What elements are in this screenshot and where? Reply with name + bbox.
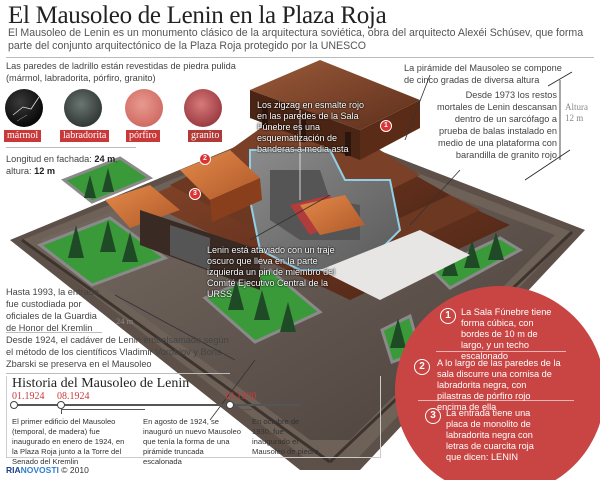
dimensions-text: Longitud en fachada: 24 m, altura: 12 m: [6, 154, 118, 176]
zigzag-callout: Los zigzag en esmalte rojo en las parede…: [257, 100, 365, 154]
guard-note: Hasta 1993, la entrada fue custodiada po…: [6, 287, 99, 333]
suit-callout: Lenin está ataviado con un traje oscuro …: [207, 245, 336, 299]
history-divider: [6, 373, 230, 374]
history-date-2: 08.1924: [57, 391, 90, 402]
history-text-1: El primer edificio del Mausoleo (tempora…: [12, 417, 125, 466]
history-date-1: 01.1924: [12, 391, 45, 402]
pyramid-callout: La pirámide del Mausoleo se compone de c…: [404, 63, 562, 85]
dims-divider: [6, 147, 136, 148]
history-date-3: 10.1930: [224, 391, 257, 402]
page-subtitle: El Mausoleo de Lenin es un monumento clá…: [8, 27, 584, 52]
page-title: El Mausoleo de Lenin en la Plaza Roja: [8, 2, 387, 29]
history-panel: [6, 376, 381, 458]
info-text-2: A lo largo de las paredes de la sala dis…: [437, 358, 561, 412]
info-number-1: 1: [440, 308, 456, 324]
length-marker: 24 m: [116, 316, 134, 326]
height-label: altura:: [6, 166, 32, 176]
footer-credit: RIANOVOSTI © 2010: [6, 465, 89, 475]
timeline-dot-2[interactable]: [57, 401, 65, 409]
marble-label: mármol: [4, 130, 42, 142]
info-number-3: 3: [425, 408, 441, 424]
stones-intro: Las paredes de ladrillo están revestidas…: [6, 61, 236, 83]
porphyry-swatch: [125, 89, 163, 127]
history-title: Historia del Mausoleo de Lenin: [12, 376, 190, 391]
brand-novosti: NOVOSTI: [20, 465, 59, 475]
length-value: 24 m: [94, 154, 116, 164]
granite-label: granito: [188, 130, 223, 142]
height-marker: Altura 12 m: [565, 102, 588, 124]
badge-3: 3: [189, 188, 201, 200]
info-divider-1: [436, 351, 566, 352]
header-divider: [6, 57, 594, 58]
length-label: Longitud en fachada:: [6, 154, 92, 164]
info-number-2: 2: [414, 359, 430, 375]
brand-ria: RIA: [6, 465, 21, 475]
notes-divider: [6, 332, 102, 333]
info-circle: [395, 286, 600, 480]
badge-1: 1: [380, 120, 392, 132]
timeline-tick-3: [230, 409, 252, 414]
info-divider-2: [418, 400, 574, 401]
labradorite-swatch: [64, 89, 102, 127]
info-text-1: La Sala Fúnebre tiene forma cúbica, con …: [461, 307, 552, 361]
embalmed-note: Desde 1924, el cadáver de Lenin embalsam…: [6, 335, 229, 369]
copyright: © 2010: [61, 465, 89, 475]
granite-swatch: [184, 89, 222, 127]
height-value: 12 m: [34, 166, 56, 176]
sarcophagus-callout: Desde 1973 los restos mortales de Lenin …: [436, 90, 557, 160]
marble-swatch: [5, 89, 43, 127]
porphyry-label: pórfiro: [126, 130, 160, 142]
altura-label: Altura: [565, 102, 588, 112]
info-text-3: La entrada tiene una placa de monolito d…: [446, 408, 534, 462]
history-text-3: En octubre de 1930, fue inaugurado el Ma…: [252, 417, 319, 456]
history-text-2: En agosto de 1924, se inauguró un nuevo …: [143, 417, 241, 466]
altura-value: 12 m: [565, 113, 584, 123]
timeline-dot-3[interactable]: [226, 401, 234, 409]
timeline-dot-1[interactable]: [10, 401, 18, 409]
timeline-axis: [14, 404, 300, 406]
labradorite-label: labradorita: [60, 130, 110, 142]
timeline-tick-2: [61, 409, 145, 414]
badge-2: 2: [199, 153, 211, 165]
